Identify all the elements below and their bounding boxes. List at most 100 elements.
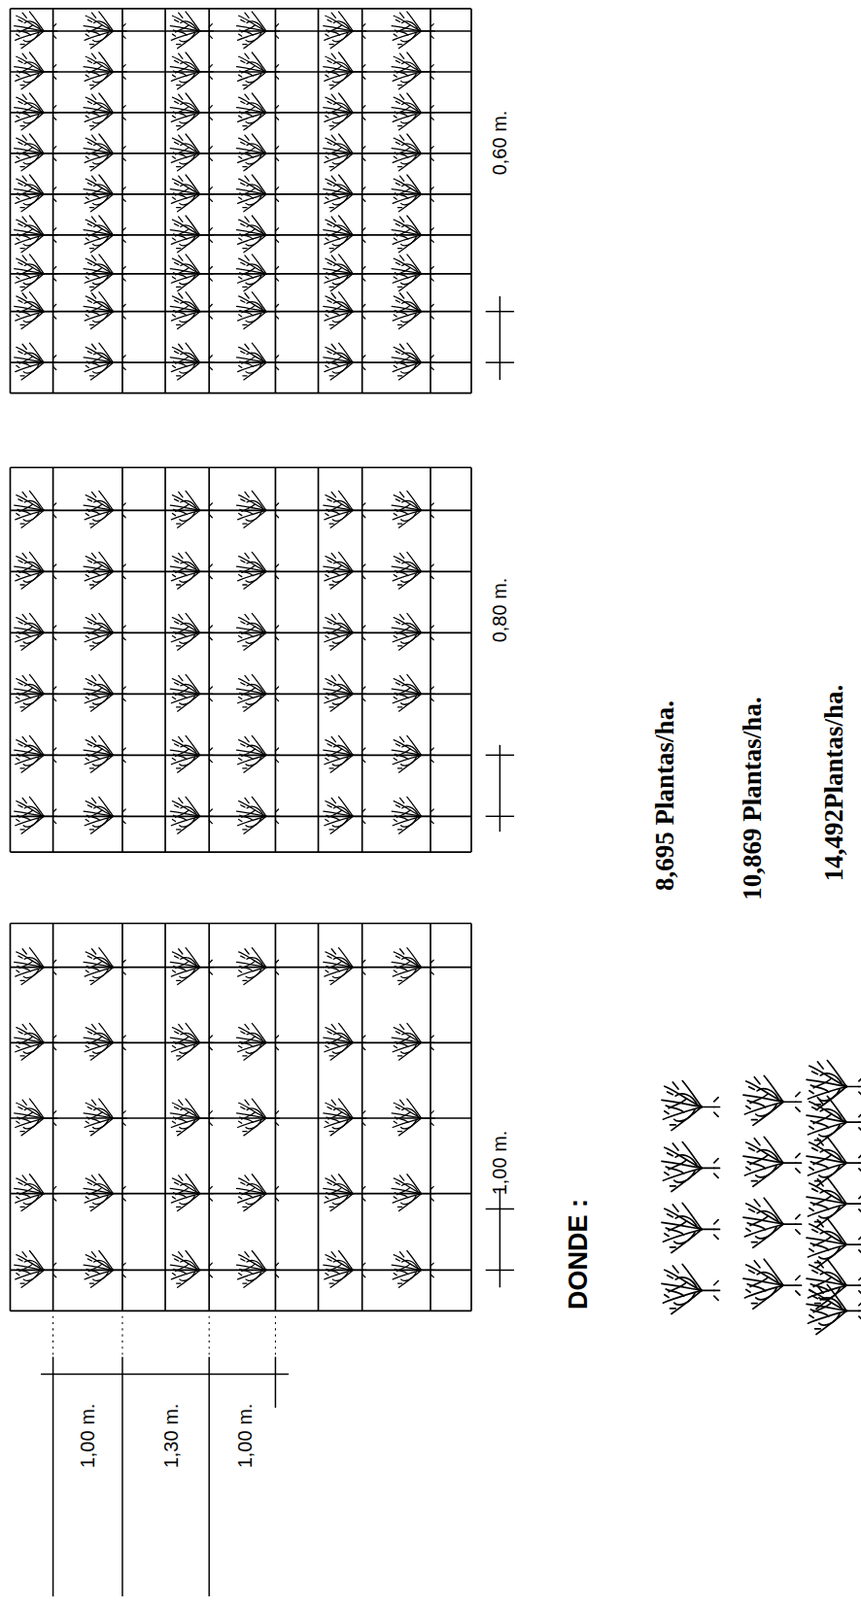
plant-symbol xyxy=(83,613,127,651)
plant-symbol xyxy=(661,1204,721,1254)
grid-line xyxy=(9,923,471,926)
plant-symbol xyxy=(83,674,127,712)
plant-symbol xyxy=(83,343,127,380)
plant-symbol xyxy=(170,52,213,90)
plant-symbol xyxy=(237,134,280,172)
plant-symbol xyxy=(806,1136,861,1187)
plant-symbol xyxy=(391,1023,435,1061)
plant-symbol xyxy=(83,1250,127,1288)
plant-symbol xyxy=(323,134,367,172)
plant-symbol xyxy=(806,1218,861,1269)
plant-symbol xyxy=(323,292,367,330)
plant-symbol xyxy=(83,52,127,90)
dimension-label: 1,00 m. xyxy=(235,1404,255,1470)
plant-symbol xyxy=(170,343,213,380)
plant-symbol xyxy=(661,1142,721,1193)
legend-text: 8,695 Plantas/ha. xyxy=(652,700,679,892)
plant-symbol xyxy=(391,52,435,90)
plant-symbol xyxy=(170,551,213,589)
plant-symbol xyxy=(170,1174,213,1212)
plant-symbol xyxy=(170,613,213,651)
plant-symbol xyxy=(14,1099,58,1137)
plant-symbol xyxy=(83,1099,127,1137)
plant-symbol xyxy=(323,1174,367,1212)
plant-symbol xyxy=(170,134,213,172)
plant-symbol xyxy=(237,490,280,528)
plant-symbol xyxy=(237,613,280,651)
plant-symbol xyxy=(14,134,58,172)
grid-line xyxy=(207,8,210,394)
plant-symbol xyxy=(391,1250,435,1288)
grid-line xyxy=(164,8,167,394)
grid-line xyxy=(9,466,471,469)
plant-symbol xyxy=(237,1023,280,1061)
grid-line xyxy=(317,8,320,394)
plant-symbol xyxy=(170,215,213,253)
plant-symbol xyxy=(391,674,435,712)
plant-symbol xyxy=(14,613,58,651)
plant-symbol xyxy=(237,11,280,49)
plant-symbol xyxy=(806,1061,861,1111)
plant-symbol xyxy=(391,254,435,292)
grid-line xyxy=(470,467,473,853)
plant-symbol xyxy=(806,1177,861,1228)
plant-symbol xyxy=(237,948,280,986)
plant-symbol xyxy=(83,11,127,49)
grid-line xyxy=(317,924,320,1312)
dimension-label: 1,00 m. xyxy=(489,1130,510,1196)
plant-symbol xyxy=(743,1136,802,1187)
plant-symbol xyxy=(391,1099,435,1137)
plant-symbol xyxy=(170,174,213,212)
plant-symbol xyxy=(83,174,127,212)
grid-line xyxy=(207,924,210,1312)
plant-symbol xyxy=(14,490,58,528)
plant-symbol xyxy=(391,613,435,651)
legend-text: 10,869 Plantas/ha. xyxy=(738,696,765,900)
dimension-label: 0,60 m. xyxy=(489,110,510,176)
grid-line xyxy=(121,8,124,394)
plant-symbol xyxy=(170,11,213,49)
plant-symbol xyxy=(237,1099,280,1137)
dimension-label: 0,80 m. xyxy=(489,577,510,643)
plant-symbol xyxy=(83,215,127,253)
dimension-lines xyxy=(40,296,515,1597)
grid-line xyxy=(361,8,364,394)
plant-symbol xyxy=(83,1174,127,1212)
grid-line xyxy=(9,1310,471,1313)
plant-symbol xyxy=(237,254,280,292)
grid-line xyxy=(275,924,277,1312)
plant-symbol xyxy=(743,1198,802,1248)
plant-symbol xyxy=(14,1250,58,1288)
plant-symbol xyxy=(743,1075,802,1126)
plant-symbol xyxy=(170,1250,213,1288)
plant-symbol xyxy=(14,343,58,380)
plant-symbol xyxy=(323,93,367,131)
plant-symbol xyxy=(323,174,367,212)
plant-symbol xyxy=(83,735,127,773)
grid-line xyxy=(207,467,210,853)
plant-symbol xyxy=(237,735,280,773)
plant-symbol xyxy=(83,93,127,131)
plant-symbol xyxy=(323,1250,367,1288)
grid-line xyxy=(164,924,167,1312)
plant-symbol xyxy=(391,174,435,212)
plant-symbol xyxy=(806,1285,861,1336)
legend-sample xyxy=(806,1061,861,1336)
grid-line xyxy=(429,924,432,1312)
grid-line xyxy=(275,8,277,394)
plant-symbol xyxy=(391,1174,435,1212)
plant-symbol xyxy=(170,735,213,773)
plant-symbol xyxy=(14,93,58,131)
plant-symbol xyxy=(170,93,213,131)
plant-symbol xyxy=(170,948,213,986)
plant-symbol xyxy=(323,796,367,834)
plant-symbol xyxy=(391,948,435,986)
grid-line xyxy=(470,8,473,394)
plant-symbol xyxy=(14,796,58,834)
plant-symbol xyxy=(14,1023,58,1061)
grid-line xyxy=(9,924,12,1312)
plant-symbol xyxy=(83,1023,127,1061)
plant-symbol xyxy=(661,1265,721,1315)
plant-symbol xyxy=(323,948,367,986)
grid-line xyxy=(52,924,55,1312)
